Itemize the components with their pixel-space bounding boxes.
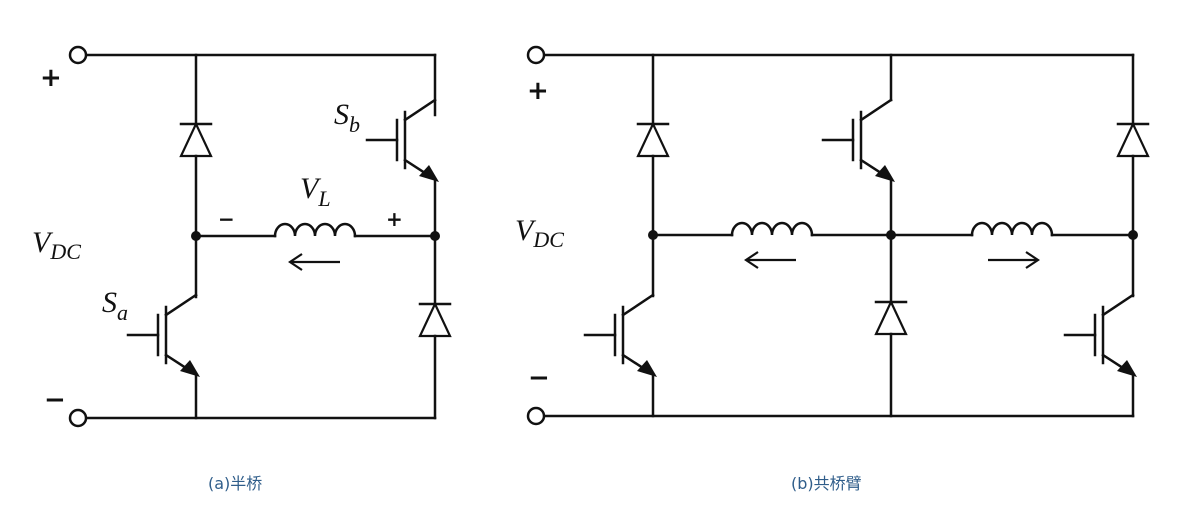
switch-label-sb: Sb (334, 98, 360, 137)
switch-right-b (1063, 293, 1139, 379)
diode-middle-b (874, 300, 908, 336)
inductor (273, 222, 357, 238)
negative-terminal-b (526, 406, 546, 426)
junction-middle-b (886, 230, 896, 240)
diode-left-b (636, 122, 670, 158)
switch-middle-b (821, 98, 897, 184)
caption-b: (b)共桥臂 (791, 474, 862, 493)
plus-sign-a: + (40, 63, 62, 93)
positive-terminal (68, 45, 88, 65)
positive-terminal-b (526, 45, 546, 65)
switch-label-sa: Sa (102, 286, 128, 325)
diode-top-left (179, 122, 213, 158)
diode-bottom-right (418, 302, 452, 338)
inductor-right-b (970, 221, 1054, 237)
junction-left-b (648, 230, 658, 240)
inductor-left-b (730, 221, 814, 237)
source-label-b: VDC (515, 214, 564, 252)
switch-sb (365, 98, 441, 184)
half-bridge-diagram (68, 45, 452, 428)
diode-right-b (1116, 122, 1150, 158)
current-arrow-left (288, 253, 303, 271)
inductor-voltage-label: VL (300, 172, 331, 211)
inductor-plus-sign: + (386, 207, 403, 231)
switch-left-b (583, 293, 659, 379)
junction-left (191, 231, 201, 241)
minus-sign-b: − (528, 363, 550, 393)
junction-right (430, 231, 440, 241)
inductor-minus-sign: − (218, 207, 235, 231)
switch-sa (126, 293, 202, 379)
caption-a: (a)半桥 (208, 474, 263, 493)
source-label-a: VDC (32, 226, 81, 264)
minus-sign-a: − (44, 385, 66, 415)
current-arrow-left-b (744, 251, 759, 269)
shared-leg-diagram (526, 45, 1150, 426)
junction-right-b (1128, 230, 1138, 240)
plus-sign-b: + (527, 76, 549, 106)
current-arrow-right-b (1025, 251, 1040, 269)
negative-terminal (68, 408, 88, 428)
